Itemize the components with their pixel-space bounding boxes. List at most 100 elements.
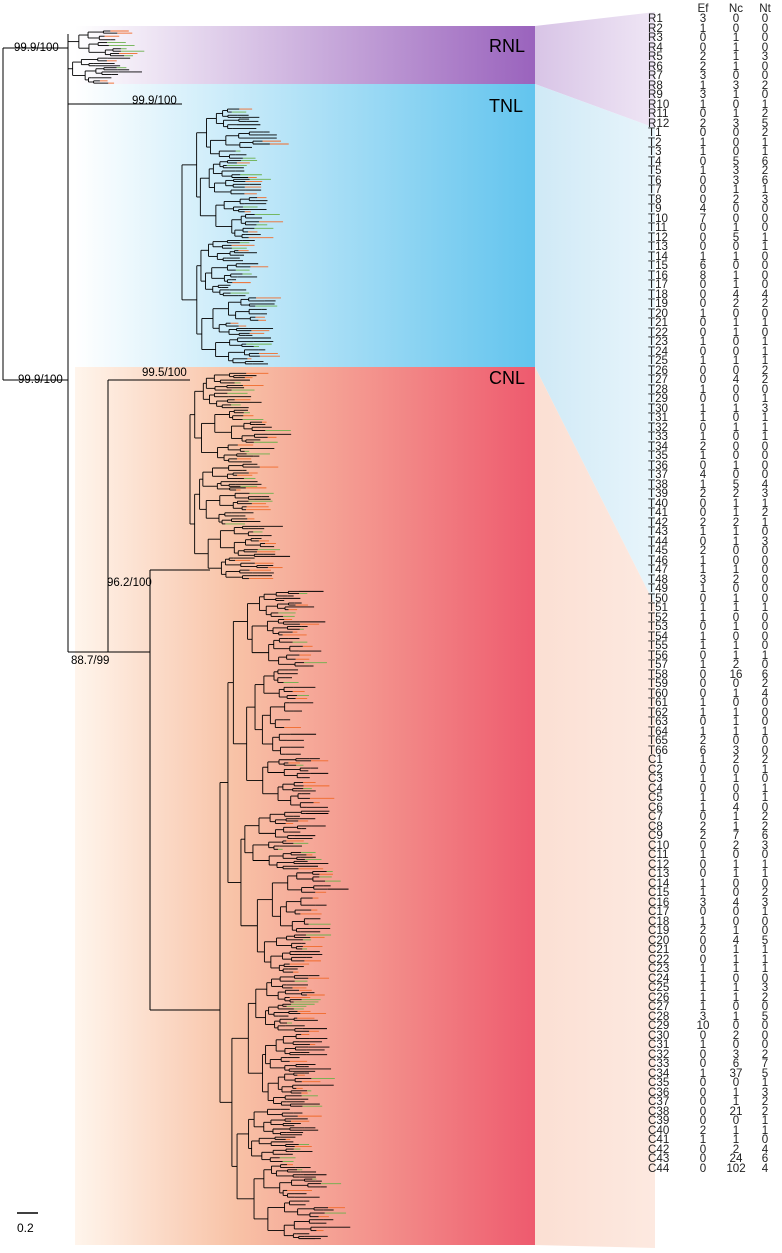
count-cell: 0	[761, 772, 769, 785]
count-cell: 0	[732, 392, 740, 405]
count-cell: 1	[732, 1085, 740, 1099]
count-cell: 0	[699, 943, 707, 956]
gene-id: T15	[648, 259, 668, 272]
gene-id: T38	[648, 477, 668, 491]
count-cell: 0	[761, 306, 769, 320]
count-cell: 0	[761, 876, 769, 890]
gene-id: T13	[648, 240, 668, 253]
gene-id: R4	[648, 40, 663, 54]
count-cell: 1	[732, 59, 740, 73]
count-cell: 0	[699, 1152, 707, 1165]
count-cell: 2	[761, 363, 769, 377]
count-cell: 1	[761, 344, 769, 358]
gene-id: T53	[648, 620, 668, 633]
count-cell: 0	[699, 40, 707, 54]
count-cell: 5	[732, 154, 740, 168]
count-cell: 2	[732, 297, 740, 310]
count-cell: 0	[732, 126, 740, 139]
gene-id: R3	[648, 31, 663, 44]
count-cell: 1	[699, 525, 707, 538]
count-cell: 3	[732, 743, 740, 757]
gene-id: T19	[648, 297, 668, 310]
count-cell: 1	[732, 50, 740, 63]
count-cell: 1	[761, 183, 769, 196]
count-cell: 1	[761, 905, 769, 918]
count-cell: 0	[732, 610, 740, 624]
count-cell: 1	[699, 401, 707, 415]
cnl-connector	[535, 367, 655, 1248]
gene-id: T7	[648, 183, 662, 196]
gene-id: C31	[648, 1038, 670, 1051]
count-cell: 3	[732, 173, 740, 187]
gene-id: T36	[648, 458, 668, 472]
count-cell: 0	[761, 1019, 769, 1032]
gene-id: T32	[648, 420, 668, 434]
count-cell: 6	[761, 1152, 769, 1165]
count-cell: 0	[732, 411, 740, 424]
count-cell: 1	[761, 135, 769, 149]
gene-id: R6	[648, 59, 663, 73]
count-cell: 0	[732, 544, 740, 557]
count-cell: 1	[732, 772, 740, 785]
count-cell: 1	[732, 943, 740, 956]
count-cell: 1	[699, 411, 707, 424]
gene-id: C41	[648, 1133, 670, 1146]
gene-id: C21	[648, 943, 670, 956]
count-cell: 0	[699, 240, 707, 253]
count-cell: 4	[732, 933, 740, 947]
count-cell: 37	[729, 1066, 743, 1080]
count-cell: 2	[732, 658, 740, 671]
count-cell: 0	[732, 914, 740, 928]
count-cell: 3	[699, 572, 707, 586]
count-cell: 0	[699, 1114, 707, 1127]
count-cell: 1	[699, 1000, 707, 1013]
gene-id: T21	[648, 316, 668, 329]
count-cell: 0	[761, 743, 769, 757]
count-cell: 1	[699, 800, 707, 814]
count-cell: 21	[729, 1104, 743, 1118]
count-cell: 0	[761, 268, 769, 282]
count-cell: 0	[732, 363, 740, 377]
tnl-connector	[535, 84, 655, 605]
count-cell: 2	[699, 829, 707, 842]
gene-id: C43	[648, 1152, 670, 1165]
count-cell: 0	[761, 278, 769, 291]
count-cell: 1	[732, 401, 740, 415]
count-cell: 0	[699, 1161, 707, 1175]
count-cell: 1	[732, 962, 740, 975]
count-cell: 1	[732, 819, 740, 833]
gene-id: C18	[648, 914, 670, 928]
count-cell: 1	[761, 316, 769, 329]
count-cell: 1	[699, 21, 707, 35]
gene-id: T42	[648, 515, 668, 529]
count-cell: 0	[732, 1076, 740, 1089]
count-cell: 2	[761, 107, 769, 120]
count-cell: 2	[761, 164, 769, 177]
count-cell: 3	[761, 401, 769, 415]
